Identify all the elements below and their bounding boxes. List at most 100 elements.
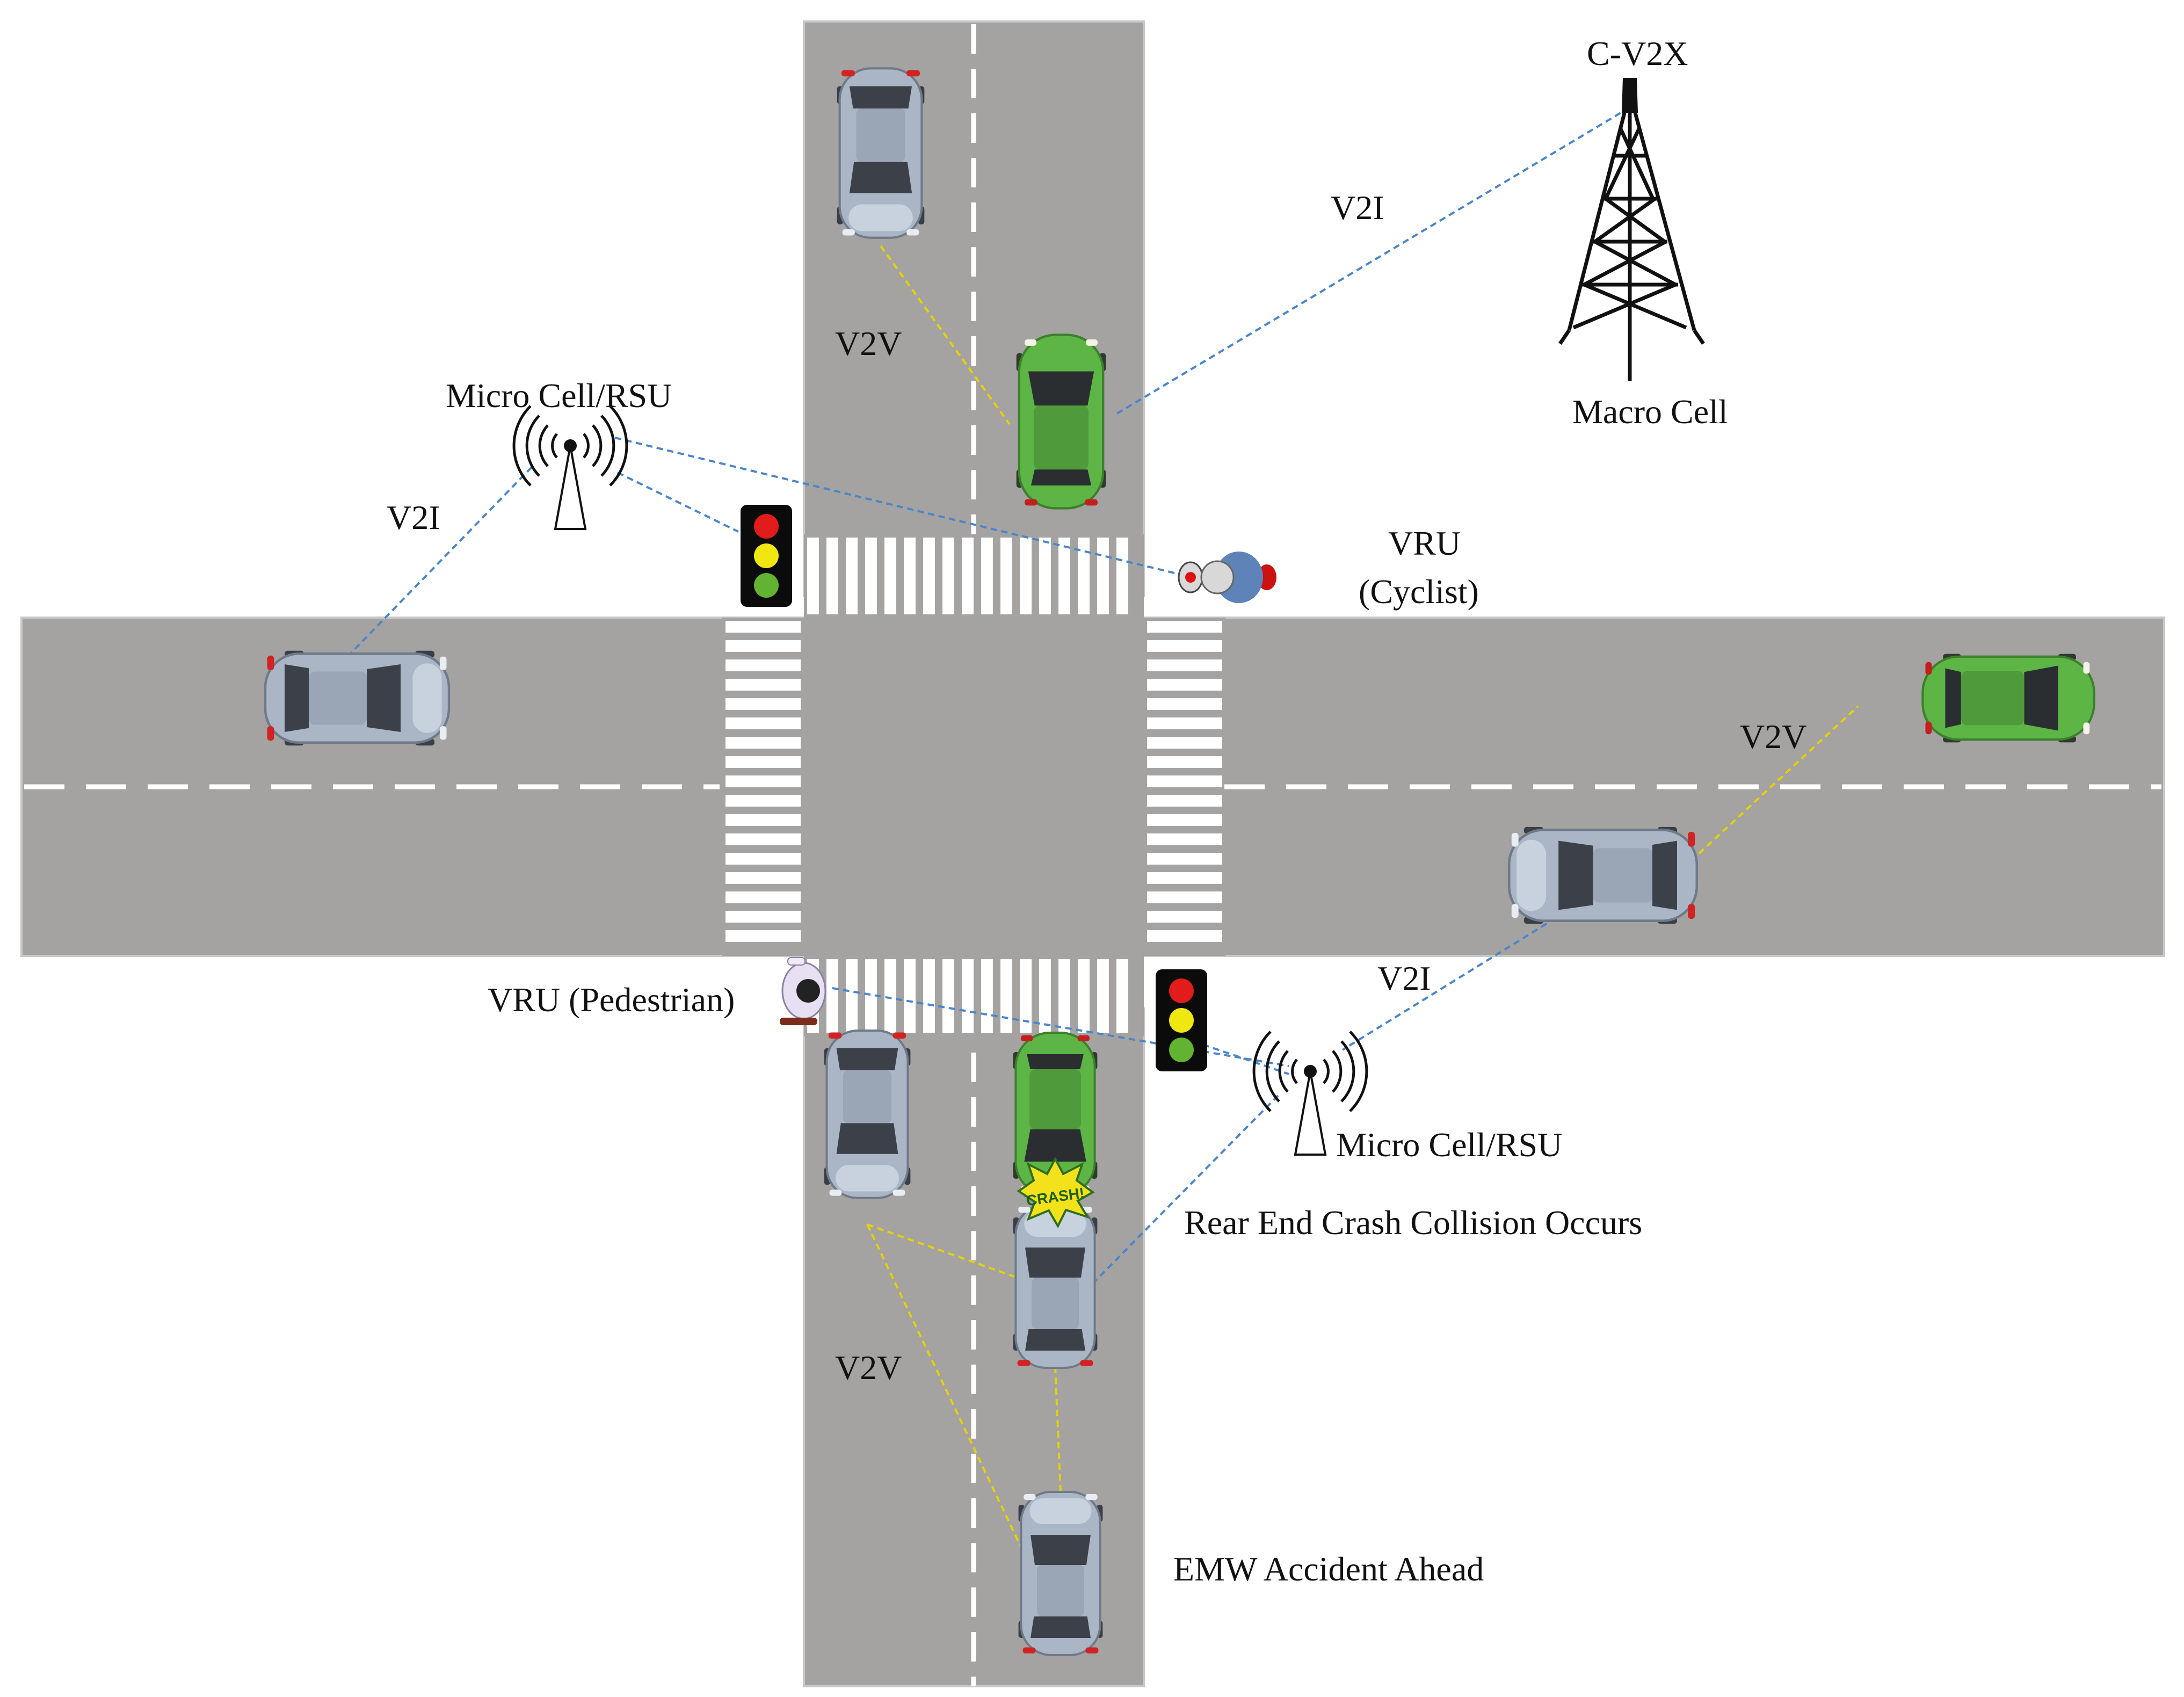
crosswalk-stripe [1147,930,1222,942]
crosswalk-stripe [1020,538,1032,614]
crosswalk-stripe [1000,538,1012,614]
crosswalk-stripe [1039,959,1051,1033]
vru-cyclist-label-line2: (Cyclist) [1359,572,1479,611]
crosswalk-stripe [725,737,801,749]
micro-cell-rsu-bottom-label: Micro Cell/RSU [1336,1126,1563,1164]
crosswalk-stripe [1147,659,1222,671]
crosswalk-stripe [725,853,801,865]
crosswalk-stripe [1097,538,1109,614]
crosswalk-stripe [942,959,954,1033]
pedestrian-icon [780,957,826,1025]
crosswalk-stripe [1147,775,1222,787]
crosswalk-stripe [904,538,916,614]
macro-cell-label: Macro Cell [1572,393,1728,431]
car-east-green [1922,654,2094,743]
crosswalk-stripe [1058,959,1070,1033]
traffic-light-icon [741,505,792,607]
cyclist-icon [1178,552,1276,603]
micro-cell-rsu-top-label: Micro Cell/RSU [446,376,672,415]
crosswalk-west-stripes [722,618,804,956]
car-south-silver-rear [1019,1492,1103,1655]
crosswalk-stripe [725,679,801,691]
crash-burst-icon: CRASH! [1017,1156,1095,1229]
v2i-link-east-rsu [1341,923,1548,1051]
v2v-link [880,245,1011,425]
crosswalk-stripe [826,538,838,614]
crosswalk-stripe [942,538,954,614]
v2i-link-rsu-cyclist [614,437,1193,578]
crosswalk-stripe [846,959,858,1033]
crosswalk-stripe [962,959,974,1033]
car-south-silver-crashed [1013,1205,1098,1368]
car-north-green [1017,335,1106,509]
crosswalk-stripe [1147,737,1222,749]
crosswalk-stripe [1147,795,1222,807]
road-network [20,20,2165,1687]
v2v-right-label: V2V [1740,717,1807,756]
crosswalk-stripe [1116,959,1128,1033]
v2v-bottom-label: V2V [835,1348,902,1387]
crosswalk-stripe [725,814,801,826]
crosswalk-stripe [826,959,838,1033]
v2v-link-b [866,1224,1032,1569]
v2i-link-ped-rsu [832,987,1289,1067]
crosswalk-stripe [725,717,801,729]
v2i-left-label: V2I [387,498,440,536]
crosswalk-stripe [884,538,896,614]
crosswalk-stripe [725,775,801,787]
crosswalk-stripe [1147,814,1222,826]
crosswalk-stripe [1020,959,1032,1033]
v2v-link-east [1674,705,1859,876]
crosswalk-stripe [1147,911,1222,923]
crosswalk-stripe [725,891,801,903]
v2i-top-label: V2I [1331,188,1384,227]
crosswalk-stripe [725,833,801,845]
crosswalk-stripe [865,538,877,614]
crosswalk-stripe [725,795,801,807]
crosswalk-stripe [725,640,801,652]
emw-accident-ahead-label: EMW Accident Ahead [1173,1550,1484,1588]
crosswalk-stripe [884,959,896,1033]
crosswalk-east-stripes [1144,618,1225,956]
crosswalk-north-stripes [804,534,1144,618]
c-v2x-label: C-V2X [1587,34,1688,72]
car-north-silver [837,68,925,237]
crosswalk-stripe [1147,640,1222,652]
car-east-silver [1509,827,1697,924]
crosswalk-stripe [1147,679,1222,691]
v2i-link-light-rsu [1202,1043,1289,1075]
crosswalk-stripe [981,959,993,1033]
crosswalk-stripe [1000,959,1012,1033]
v2i-link-rsu-light [617,472,739,533]
crosswalk-stripe [1147,698,1222,710]
traffic-light-icon [1156,969,1207,1071]
crosswalk-stripe [923,538,935,614]
crosswalk-stripe [725,872,801,884]
crosswalk-stripe [1097,959,1109,1033]
crosswalk-stripe [981,538,993,614]
v2i-bottom-label: V2I [1377,959,1431,997]
cell-tower-icon [1558,78,1705,381]
v2i-link-rsu-crash [1086,1094,1279,1290]
crosswalk-stripe [1147,891,1222,903]
crosswalk-stripe [1078,959,1090,1033]
crosswalk-stripe [1147,872,1222,884]
communication-links [343,106,1859,1569]
crosswalk-stripe [725,659,801,671]
vru-pedestrian-label: VRU (Pedestrian) [488,981,735,1019]
crosswalk-stripe [725,621,801,633]
crosswalk-stripe [865,959,877,1033]
crosswalk-stripe [1147,756,1222,768]
v2v-link-a [867,1223,1034,1285]
v2i-link-tower [1116,106,1631,415]
v2v-top-label: V2V [835,324,902,362]
v2i-link-rsu-car [343,466,533,662]
crosswalk-stripe [962,538,974,614]
crosswalk-stripe [725,911,801,923]
crosswalk-stripe [725,756,801,768]
vru-cyclist-label-line1: VRU [1388,524,1461,562]
crosswalk-stripe [904,959,916,1033]
junction-box [804,618,1144,956]
rear-end-crash-label: Rear End Crash Collision Occurs [1184,1203,1643,1242]
